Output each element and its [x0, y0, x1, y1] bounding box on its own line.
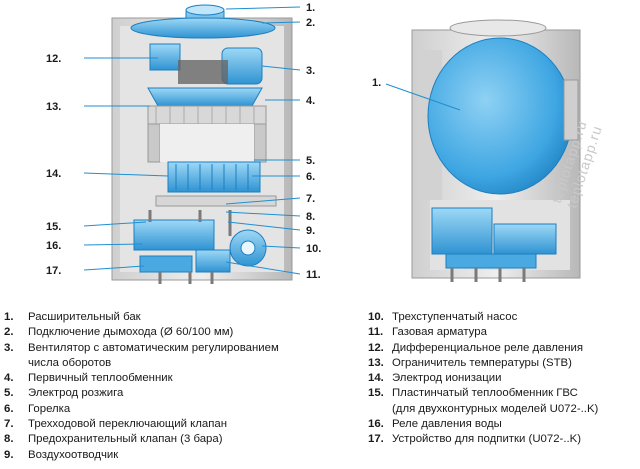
legend-item: 7. Трехходовой переключающий клапан	[4, 417, 334, 432]
legend-text: Ограничитель температуры (STB)	[392, 356, 572, 369]
expansion-tank	[130, 17, 276, 39]
legend-text: Предохранительный клапан (3 бара)	[28, 433, 223, 446]
front-leaders	[83, 6, 301, 275]
svg-text:2.: 2.	[306, 17, 315, 29]
back-view	[411, 19, 581, 282]
legend-item: 13. Ограничитель температуры (STB)	[368, 356, 638, 371]
expansion-tank-back	[427, 37, 573, 195]
legend-number: 17.	[368, 433, 384, 446]
legend-number: 1.	[4, 311, 14, 323]
legend-item: 10. Трехступенчатый насос	[368, 310, 638, 325]
legend-text: Пластинчатый теплообменник ГВС (для двух…	[392, 387, 599, 415]
legend-number: 14.	[368, 372, 384, 385]
svg-text:5.: 5.	[306, 155, 315, 167]
burner	[167, 161, 261, 193]
legend-text: Реле давления воды	[392, 418, 502, 431]
svg-text:17.: 17.	[46, 265, 61, 277]
legend-number: 8.	[4, 433, 14, 446]
legend-number: 9.	[4, 448, 14, 461]
svg-text:16.: 16.	[46, 240, 61, 252]
legend-text: Электрод ионизации	[392, 372, 502, 385]
legend-text: Газовая арматура	[392, 326, 487, 339]
svg-text:1.: 1.	[372, 77, 381, 89]
legend-item: 11. Газовая арматура	[368, 325, 638, 340]
svg-text:11.: 11.	[306, 269, 321, 281]
legend-number: 5.	[4, 387, 14, 400]
legend-text: Трехступенчатый насос	[392, 311, 518, 323]
legend-text: Воздухоотводчик	[28, 448, 119, 461]
legend-text: Дифференциальное реле давления	[392, 341, 584, 354]
legend-item: 6. Горелка	[4, 402, 334, 417]
legend-text: Трехходовой переключающий клапан	[28, 418, 228, 431]
legend-number: 16.	[368, 418, 384, 431]
legend-number: 3.	[4, 341, 14, 354]
legend-number: 7.	[4, 418, 14, 431]
legend-right: 10. Трехступенчатый насос 11. Газовая армат…	[368, 310, 638, 448]
legend-text: Устройство для подпитки (U072-..K)	[392, 433, 582, 446]
svg-text:3.: 3.	[306, 65, 315, 77]
legend-text: Первичный теплообменник	[28, 372, 173, 385]
svg-text:7.: 7.	[306, 193, 315, 205]
svg-text:14.: 14.	[46, 168, 61, 180]
legend-text: Вентилятор с автоматическим регулировани…	[28, 341, 279, 369]
gas-valve	[195, 249, 231, 273]
svg-text:13.: 13.	[46, 101, 61, 113]
legend-number: 10.	[368, 311, 384, 323]
svg-text:12.: 12.	[46, 53, 61, 65]
legend-item: 8. Предохранительный клапан (3 бара)	[4, 432, 334, 447]
svg-text:1.: 1.	[306, 2, 315, 14]
legend-item: 12. Дифференциальное реле давления	[368, 341, 638, 356]
legend-item: 17. Устройство для подпитки (U072-..K)	[368, 432, 638, 447]
legend-number: 2.	[4, 326, 14, 339]
legend-item: 1. Расширительный бак	[4, 310, 334, 325]
legend-text: Расширительный бак	[28, 311, 141, 323]
legend-text: Горелка	[28, 402, 71, 415]
legend-item: 14. Электрод ионизации	[368, 371, 638, 386]
legend-item: 3. Вентилятор с автоматическим регулирова…	[4, 341, 334, 372]
legend-number: 4.	[4, 372, 14, 385]
legend-left: 1. Расширительный бак 2. Подключение дымохо…	[4, 310, 334, 463]
legend-number: 11.	[368, 326, 384, 339]
legend-item: 2. Подключение дымохода (Ø 60/100 мм)	[4, 325, 334, 340]
legend-number: 6.	[4, 402, 14, 415]
svg-text:6.: 6.	[306, 171, 315, 183]
svg-text:10.: 10.	[306, 243, 321, 255]
svg-text:9.: 9.	[306, 225, 315, 237]
front-callouts: 1. 2. 3. 4. 5. 6. 7. 8. 9. 10. 11. 12. 1…	[46, 2, 321, 281]
legend-item: 16. Реле давления воды	[368, 417, 638, 432]
legend-item: 9. Воздухоотводчик	[4, 448, 334, 463]
legend-text: Электрод розжига	[28, 387, 124, 400]
primary-heat-exchanger	[147, 105, 267, 125]
legend-number: 13.	[368, 356, 384, 369]
svg-text:4.: 4.	[306, 95, 315, 107]
hydraulic-block-back	[431, 207, 493, 255]
svg-text:15.: 15.	[46, 221, 61, 233]
legend-number: 15.	[368, 387, 384, 400]
legend-item: 5. Электрод розжига	[4, 386, 334, 401]
legend-number: 12.	[368, 341, 384, 354]
hydraulic-block	[133, 219, 215, 251]
front-view	[111, 4, 293, 284]
legend-text: Подключение дымохода (Ø 60/100 мм)	[28, 326, 234, 339]
legend-item: 4. Первичный теплообменник	[4, 371, 334, 386]
legend-item: 15. Пластинчатый теплообменник ГВС (для д…	[368, 386, 638, 417]
boiler-diagram: 1. 2. 3. 4. 5. 6. 7. 8. 9. 10. 11. 12. 1…	[46, 2, 581, 284]
svg-text:8.: 8.	[306, 211, 315, 223]
